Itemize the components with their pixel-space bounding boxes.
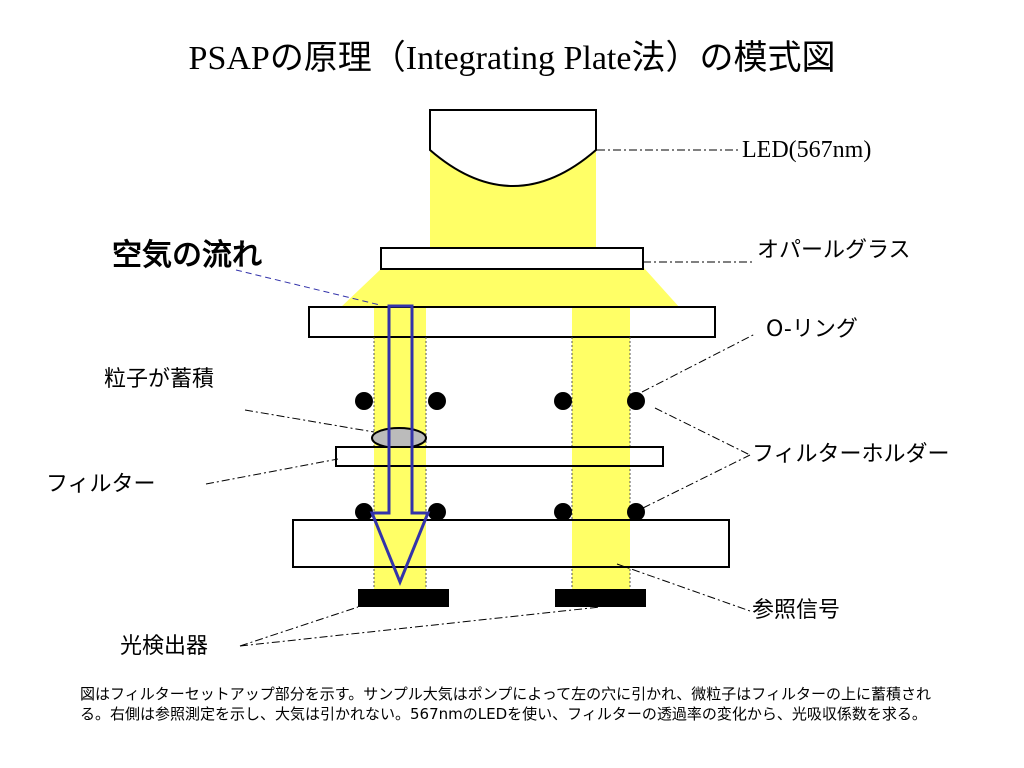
particles-label: 粒子が蓄積	[104, 367, 215, 392]
caption: 図はフィルターセットアップ部分を示す。サンプル大気はポンプによって左の穴に引かれ…	[80, 685, 931, 723]
filter-label: フィルター	[46, 472, 156, 497]
detector-reference	[555, 589, 646, 607]
filter-holder-label: フィルターホルダー	[752, 442, 950, 467]
air-flow-label: 空気の流れ	[112, 238, 262, 273]
led-label: LED(567nm)	[742, 137, 872, 163]
leader-lines	[205, 149, 756, 647]
air-flow-arrow	[369, 304, 431, 586]
filter-holder-upper	[308, 306, 716, 338]
photodetector-label: 光検出器	[120, 634, 209, 659]
detector-sample	[358, 589, 449, 607]
opal-glass-plate	[380, 247, 644, 270]
reference-signal-label: 参照信号	[752, 598, 841, 623]
o-rings-lower	[355, 503, 645, 521]
o-rings-upper	[355, 392, 645, 410]
led-shape	[429, 109, 597, 187]
particle-deposit	[371, 427, 427, 449]
opal-glass-label: オパールグラス	[757, 238, 911, 263]
filter-holder-lower	[292, 519, 730, 568]
page-title: PSAPの原理（Integrating Plate法）の模式図	[188, 40, 836, 77]
o-ring-label: O-リング	[766, 317, 858, 342]
diffused-light	[340, 268, 680, 308]
